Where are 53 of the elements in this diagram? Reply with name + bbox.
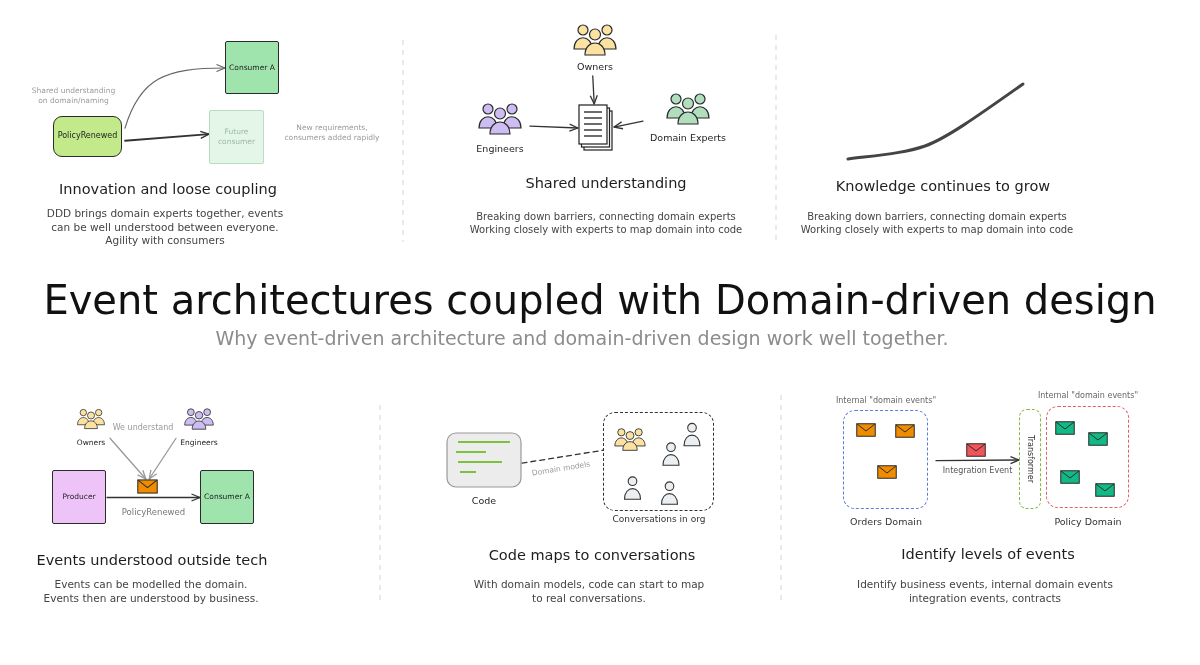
panel-description: Breaking down barriers, connecting domain experts Working closely with experts to map domain into code	[469, 210, 743, 236]
panel-description: DDD brings domain experts together, events can be well understood between everyone. Agility with consumers	[46, 207, 284, 248]
panel-heading: Identify levels of events	[901, 545, 1075, 564]
envelope-icon	[877, 465, 897, 479]
envelope-icon	[966, 443, 986, 457]
arrow	[124, 130, 210, 142]
person-icon	[623, 476, 642, 500]
envelope-icon	[1088, 432, 1108, 446]
person-icon	[662, 442, 680, 466]
panel-description: Breaking down barriers, connecting domain experts Working closely with experts to map domain into code	[800, 210, 1074, 236]
panel-heading: Events understood outside tech	[36, 551, 268, 570]
arrow	[589, 75, 598, 105]
document-stack-icon	[578, 104, 614, 152]
panel-heading: Knowledge continues to grow	[835, 177, 1051, 196]
subtitle: Why event-driven architecture and domain-driven design work well together.	[215, 326, 949, 351]
event-box: PolicyRenewed	[53, 116, 122, 157]
title: Event architectures coupled with Domain-driven design	[43, 276, 1157, 325]
person-icon	[660, 481, 679, 505]
group-label: Conversations in org	[612, 514, 706, 526]
panel-description: Identify business events, internal domain events integration events, contracts	[856, 578, 1114, 606]
arrow	[529, 123, 579, 132]
envelope-icon	[137, 479, 158, 494]
panel-heading: Code maps to conversations	[488, 546, 696, 565]
envelope-icon	[856, 423, 876, 437]
arrow	[613, 120, 644, 130]
edge-label: Integration Event	[941, 466, 1014, 477]
arrow	[106, 493, 201, 502]
node-label: Engineers	[476, 143, 524, 156]
node-label: Code	[471, 495, 497, 508]
envelope-icon	[895, 424, 915, 438]
group-label: Policy Domain	[1054, 516, 1122, 529]
panel-description: With domain models, code can start to map to real conversations.	[473, 578, 705, 606]
arrow	[935, 455, 1020, 465]
envelope-icon	[1095, 483, 1115, 497]
arrow	[124, 64, 226, 129]
person-icon	[683, 422, 701, 447]
group-label: Orders Domain	[850, 516, 922, 529]
arrow	[109, 437, 147, 480]
group-note: Internal "domain events"	[835, 396, 937, 407]
envelope-icon	[1055, 421, 1075, 435]
panel-heading: Innovation and loose coupling	[59, 180, 277, 199]
transformer-box: Transformer	[1019, 409, 1041, 509]
node-label: Owners	[577, 61, 613, 74]
panel-heading: Shared understanding	[525, 174, 687, 193]
group-note: Internal "domain events"	[1037, 391, 1139, 402]
dashed-connector	[521, 449, 604, 464]
envelope-icon	[1060, 470, 1080, 484]
arrow	[148, 437, 177, 480]
annotation-text: We understand	[112, 423, 174, 434]
people-group-icon	[612, 426, 648, 453]
edge-label: PolicyRenewed	[120, 506, 187, 518]
node-label: Domain Experts	[650, 132, 726, 145]
panel-description: Events can be modelled the domain. Events then are understood by business.	[43, 578, 259, 606]
